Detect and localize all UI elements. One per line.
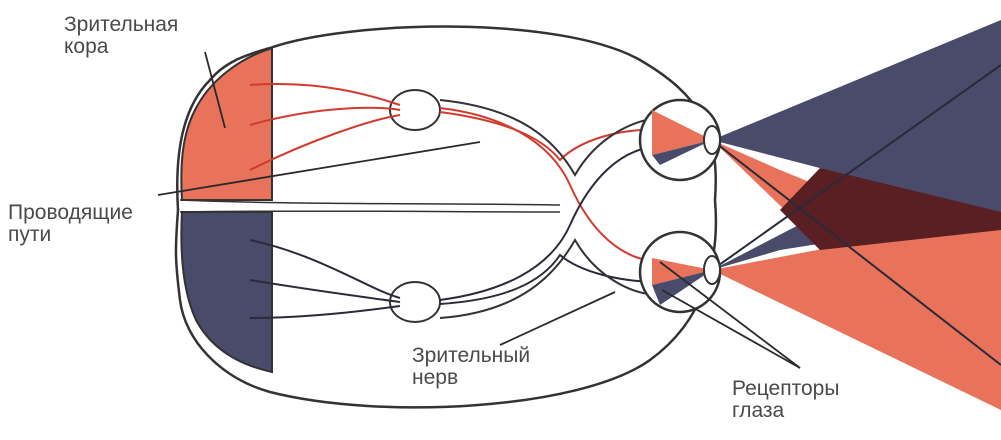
pathway-fibers-red xyxy=(249,83,661,263)
label-visual-cortex: Зрительная кора xyxy=(64,13,179,58)
leader-visual-cortex xyxy=(204,51,226,129)
visual-cortex-right xyxy=(180,46,273,201)
visual-cortex-left xyxy=(180,211,273,374)
label-optic-nerve: Зрительный нерв xyxy=(412,344,531,389)
brain-outline xyxy=(174,25,718,409)
label-pathways: Проводящие пути xyxy=(8,201,133,246)
midline xyxy=(179,199,561,213)
leader-pathways xyxy=(157,141,481,196)
field-red-lower xyxy=(712,215,1001,410)
eye-upper xyxy=(638,98,722,182)
visual-field-cones xyxy=(711,20,1001,410)
pathway-fibers-dark xyxy=(249,145,661,319)
leader-optic-nerve xyxy=(499,291,616,346)
leader-receptors-1 xyxy=(659,261,801,369)
leader-lines xyxy=(157,51,801,369)
lateral-geniculate-upper xyxy=(389,89,441,131)
lateral-geniculate-lower xyxy=(389,281,441,323)
optic-chiasm xyxy=(439,99,661,319)
label-receptors: Рецепторы глаза xyxy=(732,377,840,422)
field-ray xyxy=(711,64,1001,271)
field-overlap xyxy=(780,168,1001,250)
field-ray xyxy=(711,139,1001,366)
leader-receptors-2 xyxy=(661,289,801,369)
